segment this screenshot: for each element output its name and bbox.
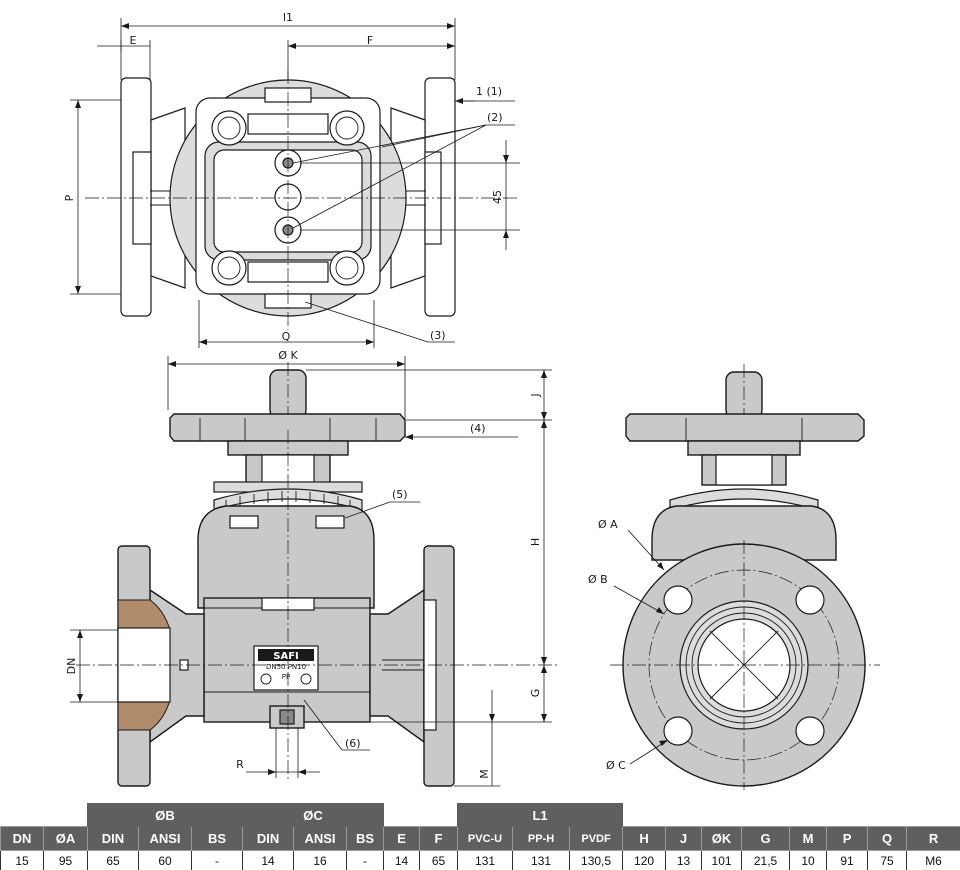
dim-l1-label: l1 (283, 11, 293, 24)
group-header-c: ØC (242, 803, 385, 827)
col-header: ANSI (138, 826, 192, 851)
table-cell: 131 (512, 850, 571, 870)
col-header: DIN (242, 826, 295, 851)
dim-r-label: R (236, 758, 244, 771)
col-header: PVC-U (457, 826, 514, 851)
dim-h-label: H (529, 538, 542, 546)
table-cell: 65 (419, 850, 459, 870)
col-header: M (789, 826, 828, 851)
dim-45-label: 45 (491, 190, 504, 204)
col-header: ANSI (293, 826, 348, 851)
table-group-row: ØB ØC L1 (0, 803, 960, 827)
col-header: PP-H (512, 826, 571, 851)
table-row: 15 95 65 60 - 14 16 - 14 65 131 131 130,… (0, 850, 960, 870)
dim-dn-label: DN (65, 658, 78, 675)
table-cell: 95 (43, 850, 88, 870)
group-header-b: ØB (86, 803, 244, 827)
callout-1: 1 (1) (476, 85, 502, 98)
callout-6: (6) (345, 737, 361, 750)
col-header: BS (190, 826, 244, 851)
table-cell: 60 (138, 850, 192, 870)
group-header-l1: L1 (457, 803, 624, 827)
col-header: R (906, 826, 960, 851)
top-view: l1 E F (63, 11, 520, 348)
table-cell: 65 (87, 850, 139, 870)
col-header: H (622, 826, 667, 851)
callout-5: (5) (392, 488, 408, 501)
col-header: ØK (701, 826, 743, 851)
table-cell: 91 (826, 850, 869, 870)
callout-2: (2) (487, 111, 503, 124)
table-cell: 120 (622, 850, 667, 870)
table-cell: 15 (0, 850, 44, 870)
col-header: F (419, 826, 459, 851)
col-header: PVDF (569, 826, 624, 851)
dim-p-label: P (63, 194, 76, 201)
table-cell: 16 (293, 850, 348, 870)
table-cell: 75 (867, 850, 908, 870)
col-header: E (383, 826, 421, 851)
dim-f-label: F (367, 34, 373, 47)
dim-m-label: M (478, 769, 491, 779)
dimension-table: ØB ØC L1 DN ØA DIN ANSI BS DIN ANSI BS E… (0, 803, 960, 870)
front-view: Ø K (65, 349, 560, 787)
table-cell: 101 (701, 850, 743, 870)
col-header: J (665, 826, 703, 851)
nameplate-line1: DN50 PN10 (266, 663, 306, 671)
table-header-row: DN ØA DIN ANSI BS DIN ANSI BS E F PVC-U … (0, 826, 960, 851)
table-cell: 14 (242, 850, 295, 870)
callout-3: (3) (430, 329, 446, 342)
table-cell: 14 (383, 850, 421, 870)
table-cell: 13 (665, 850, 703, 870)
col-header: G (741, 826, 791, 851)
col-header: ØA (43, 826, 88, 851)
nameplate-line2: PP (282, 673, 290, 681)
dim-a-label: Ø A (598, 518, 618, 531)
dim-j-label: J (529, 393, 542, 397)
dim-c-label: Ø C (606, 759, 626, 772)
dim-k-label: Ø K (278, 349, 298, 362)
dim-e-label: E (130, 34, 137, 47)
callout-4: (4) (470, 422, 486, 435)
table-cell: M6 (906, 850, 960, 870)
table-cell: 21,5 (741, 850, 791, 870)
table-cell: 10 (789, 850, 828, 870)
col-header: DIN (87, 826, 139, 851)
col-header: BS (346, 826, 385, 851)
nameplate-logo: SAFI (273, 651, 299, 662)
dim-b-label: Ø B (588, 573, 608, 586)
col-header: Q (867, 826, 908, 851)
dim-g-label: G (529, 689, 542, 698)
technical-drawing: l1 E F (63, 11, 880, 790)
table-cell: - (190, 850, 244, 870)
table-cell: 131 (457, 850, 514, 870)
dim-q-label: Q (282, 330, 291, 343)
table-cell: 130,5 (569, 850, 624, 870)
col-header: DN (0, 826, 44, 851)
table-cell: - (346, 850, 385, 870)
col-header: P (826, 826, 869, 851)
side-view: Ø A Ø B Ø C (588, 364, 880, 790)
